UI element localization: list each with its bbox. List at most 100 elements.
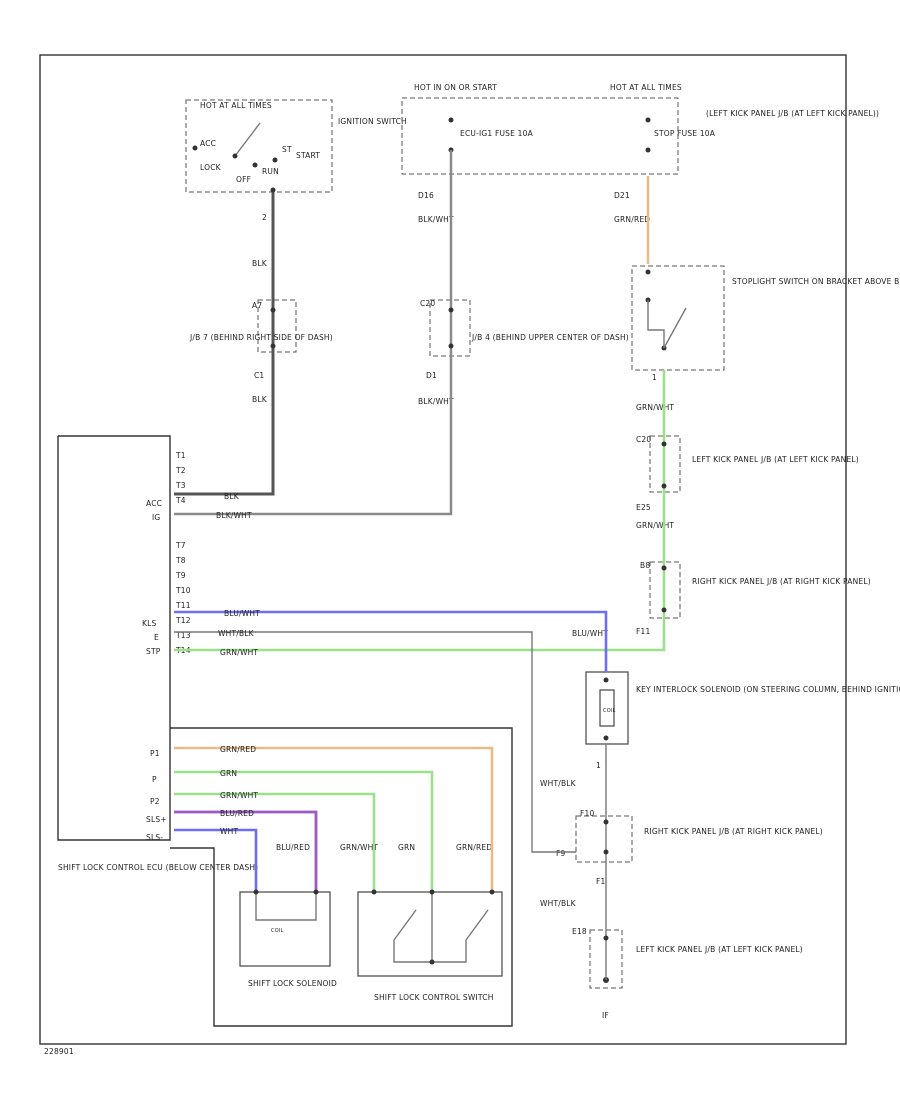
shift-lock-solenoid: COIL SHIFT LOCK SOLENOID BLU/RED — [239, 843, 337, 988]
ecu-pin-p2: P2 — [150, 797, 160, 806]
key-interlock-label: KEY INTERLOCK SOLENOID (ON STEERING COLU… — [636, 685, 900, 694]
ecu-pin-t4: T4 — [175, 496, 186, 505]
ecu-pin-t10: T10 — [175, 586, 191, 595]
wire-grn-red-p1 — [174, 746, 494, 892]
left-kick-jb-2-label: LEFT KICK PANEL J/B (AT LEFT KICK PANEL) — [636, 945, 803, 954]
ignition-start-terminal — [272, 157, 278, 163]
ecu-pin-t9: T9 — [175, 571, 186, 580]
ignition-pos-start: START — [296, 151, 320, 160]
wire-label-blk-ecu: BLK — [224, 492, 240, 501]
ecu-pin-t11: T11 — [175, 601, 191, 610]
shift-lock-control-switch: SHIFT LOCK CONTROL SWITCH GRN/WHT GRN GR… — [340, 843, 503, 1002]
stoplight-switch-box — [631, 265, 725, 371]
shift-lock-solenoid-coil-wire — [255, 892, 317, 921]
wire-label-grn-red-ecu: GRN/RED — [220, 745, 256, 754]
ignition-run-terminal — [252, 162, 258, 168]
jb7: BLK A7 J/B 7 (BEHIND RIGHT SIDE OF DASH)… — [189, 259, 333, 404]
shift-lock-switch-contact-2 — [465, 909, 489, 941]
jb7-box — [257, 299, 297, 353]
wire-label-grn-red-3: GRN/RED — [456, 843, 492, 852]
node-jb7-top — [270, 307, 276, 313]
ignition-pin: 2 — [262, 213, 267, 222]
shift-lock-solenoid-box — [239, 891, 331, 967]
node-jb7-bottom — [270, 343, 276, 349]
node-switch-p2 — [371, 889, 377, 895]
ecu-ig-fuse: HOT IN ON OR START ECU-IG1 FUSE 10A D16 … — [401, 83, 679, 224]
wire-grn-p — [174, 770, 434, 892]
node-lkjb1-top — [661, 441, 667, 447]
node-key-top — [603, 677, 609, 683]
wire-label-blu-red-ecu: BLU/RED — [220, 809, 254, 818]
ecu-ig-hot-label: HOT IN ON OR START — [414, 83, 497, 92]
node-lkjb1-bottom — [661, 483, 667, 489]
stoplight-internal — [647, 300, 665, 348]
ignition-acc-terminal — [192, 145, 198, 151]
ecu-label-stp: STP — [146, 647, 161, 656]
ignition-pos-run: RUN — [262, 167, 279, 176]
node-switch-p — [429, 889, 435, 895]
ignition-switch-contact — [234, 122, 261, 157]
wire-blk-acc — [174, 190, 275, 496]
ecu-box — [57, 435, 171, 841]
wire-grn-wht-stp — [174, 370, 666, 652]
wire-label-grn-wht-3: GRN/WHT — [340, 843, 378, 852]
ecu-ig-pin: D16 — [418, 191, 434, 200]
wire-label-blk-wht-ecu: BLK/WHT — [216, 511, 252, 520]
ignition-pos-off: OFF — [236, 175, 251, 184]
ecu-pin-sls-minus: SLS- — [146, 833, 163, 842]
stop-fuse-label: STOP FUSE 10A — [654, 129, 716, 138]
wire-label-wht-blk-ecu: WHT/BLK — [218, 629, 255, 638]
node-lkjb2-top — [603, 935, 609, 941]
ecu-pin-t3: T3 — [175, 481, 186, 490]
wire-label-blu-red: BLU/RED — [276, 843, 310, 852]
left-kick-jb-1-pin-top: C20 — [636, 435, 651, 444]
ignition-pos-st: ST — [282, 145, 292, 154]
jb4-pin-bottom: D1 — [426, 371, 437, 380]
right-kick-jb-2-pin-side: F9 — [556, 849, 566, 858]
stop-fuse-location: (LEFT KICK PANEL J/B (AT LEFT KICK PANEL… — [706, 109, 879, 118]
wire-label-blk-wht-1: BLK/WHT — [418, 215, 454, 224]
node-ignition-out — [270, 187, 276, 193]
stoplight-pin-bottom: 1 — [652, 373, 657, 382]
stoplight-switch-label: STOPLIGHT SWITCH ON BRACKET ABOVE BRAKE … — [732, 277, 900, 286]
ecu-pin-t12: T12 — [175, 616, 191, 625]
jb4-label: J/B 4 (BEHIND UPPER CENTER OF DASH) — [471, 333, 629, 342]
right-kick-jb-2-label: RIGHT KICK PANEL J/B (AT RIGHT KICK PANE… — [644, 827, 823, 836]
ecu-pin-t8: T8 — [175, 556, 186, 565]
node-jb4-bottom — [448, 343, 454, 349]
jb7-label: J/B 7 (BEHIND RIGHT SIDE OF DASH) — [189, 333, 333, 342]
key-interlock-pin: 1 — [596, 761, 601, 770]
ecu-label-kls: KLS — [142, 619, 156, 628]
wire-label-grn-wht-1: GRN/WHT — [636, 403, 674, 412]
ecu-pin-p1: P1 — [150, 749, 160, 758]
ecu-ig-fuse-label: ECU-IG1 FUSE 10A — [460, 129, 534, 138]
right-kick-jb-2-box — [575, 815, 633, 863]
shift-lock-area-box — [170, 727, 513, 1027]
shift-lock-switch-label: SHIFT LOCK CONTROL SWITCH — [374, 993, 494, 1002]
jb4-pin-top: C20 — [420, 299, 435, 308]
key-interlock-coil — [599, 689, 615, 727]
ecu-pin-t7: T7 — [175, 541, 186, 550]
key-interlock-coil-label: COIL — [603, 708, 616, 714]
wire-label-grn-red-1: GRN/RED — [614, 215, 650, 224]
node-key-bottom — [603, 735, 609, 741]
ignition-switch: HOT AT ALL TIMES IGNITION SWITCH ACC LOC… — [185, 99, 407, 222]
node-rkjb1-bottom — [661, 607, 667, 613]
footer-code: 228901 — [44, 1047, 74, 1056]
left-kick-jb-1: C20 LEFT KICK PANEL J/B (AT LEFT KICK PA… — [636, 435, 859, 530]
wire-label-grn-wht-2: GRN/WHT — [636, 521, 674, 530]
ignition-pivot — [232, 153, 238, 159]
ignition-pos-lock: LOCK — [200, 163, 222, 172]
left-kick-jb-1-pin-bottom: E25 — [636, 503, 651, 512]
shift-lock-solenoid-label: SHIFT LOCK SOLENOID — [248, 979, 337, 988]
ignition-pos-acc: ACC — [200, 139, 216, 148]
right-kick-jb-1: B8 RIGHT KICK PANEL J/B (AT RIGHT KICK P… — [572, 561, 871, 638]
wire-label-grn-ecu: GRN — [220, 769, 237, 778]
jb7-pin-bottom: C1 — [254, 371, 264, 380]
wire-blu-red-sls-plus — [174, 810, 318, 892]
outer-frame — [39, 54, 847, 1045]
shift-lock-switch-common — [393, 940, 467, 963]
ignition-hot-label: HOT AT ALL TIMES — [200, 101, 272, 110]
